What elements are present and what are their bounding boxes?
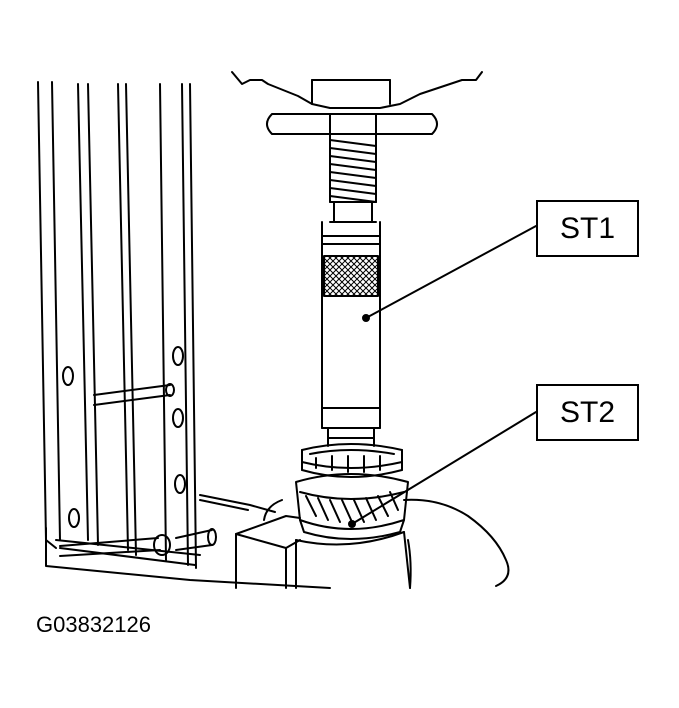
frame-hole-1 (62, 366, 74, 386)
frame-hole-4 (174, 474, 186, 494)
press-head (231, 71, 483, 109)
frame-hole-2 (172, 346, 184, 366)
knurled-grip (323, 255, 379, 297)
leader-lines (348, 225, 537, 528)
support-block (235, 515, 411, 589)
callout-st2: ST2 (536, 384, 639, 441)
handwheel (266, 113, 438, 135)
frame-hole-5 (68, 508, 80, 528)
st1-leader-line (365, 225, 537, 319)
callout-st2-label: ST2 (559, 395, 616, 429)
st2-leader-line (351, 411, 537, 525)
st2-gear (295, 473, 409, 540)
figure-id: G03832126 (36, 612, 151, 637)
callout-st1: ST1 (536, 200, 639, 257)
bearing-stack (301, 443, 403, 478)
callout-st1-label: ST1 (559, 211, 616, 245)
operator-hand (263, 498, 510, 589)
threaded-spindle (329, 133, 377, 223)
st1-tool (321, 221, 381, 447)
frame-hole-3 (172, 408, 184, 428)
press-frame (37, 81, 331, 589)
